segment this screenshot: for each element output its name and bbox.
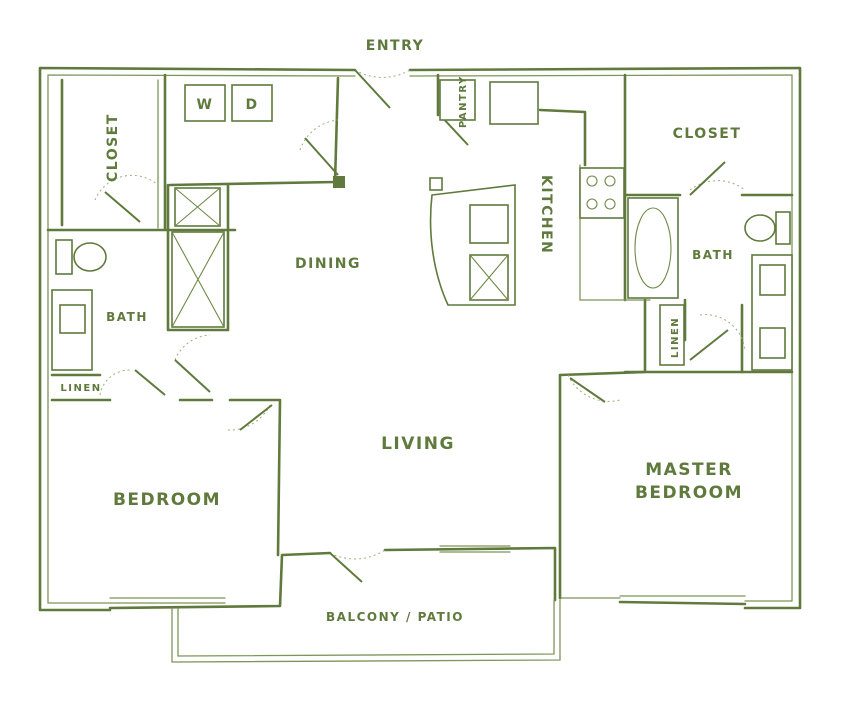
interior-walls (46, 73, 794, 600)
label-closet-left: CLOSET (105, 113, 121, 182)
sink-icon-right-2 (759, 327, 786, 359)
toilet-tank-icon (55, 239, 73, 275)
label-balcony: BALCONY / PATIO (326, 610, 464, 624)
dryer-icon (231, 84, 273, 122)
entry-door (354, 69, 391, 109)
outer-walls (38, 66, 802, 612)
pantry-shelf (439, 79, 476, 121)
label-master-line2: BEDROOM (635, 483, 743, 503)
label-closet-right: CLOSET (673, 126, 742, 142)
label-entry: ENTRY (366, 38, 424, 54)
room-labels: ENTRY PANTRY CLOSET CLOSET KITCHEN DININ… (60, 38, 743, 624)
label-master-line1: MASTER (645, 460, 733, 480)
label-pantry: PANTRY (458, 75, 469, 128)
label-dryer: D (245, 97, 258, 113)
fixtures (51, 79, 793, 371)
label-dining: DINING (295, 256, 361, 272)
sink-icon-right-1 (759, 264, 786, 296)
toilet-tank-icon-right (775, 211, 791, 245)
toilet-bowl-icon (73, 242, 107, 272)
label-kitchen: KITCHEN (538, 175, 554, 254)
entry-door-swing (354, 69, 411, 78)
label-bath-left: BATH (106, 310, 148, 324)
linen-shelf (659, 304, 685, 366)
island-sink-icon (469, 204, 509, 244)
sink-icon (59, 304, 86, 334)
toilet-bowl-icon-right (744, 214, 776, 242)
label-linen-left: LINEN (60, 383, 101, 394)
label-washer: W (197, 97, 214, 113)
bathtub-icon (627, 197, 679, 299)
label-living: LIVING (381, 434, 455, 454)
label-bath-right: BATH (692, 248, 734, 262)
label-bedroom: BEDROOM (113, 490, 221, 510)
washer-icon (184, 84, 226, 122)
small-cabinet (429, 177, 443, 191)
balcony-outline (171, 599, 561, 663)
label-linen-right: LINEN (670, 317, 681, 358)
refrigerator-icon (489, 81, 539, 125)
column-icon (333, 176, 345, 188)
stove-icon (579, 167, 625, 219)
